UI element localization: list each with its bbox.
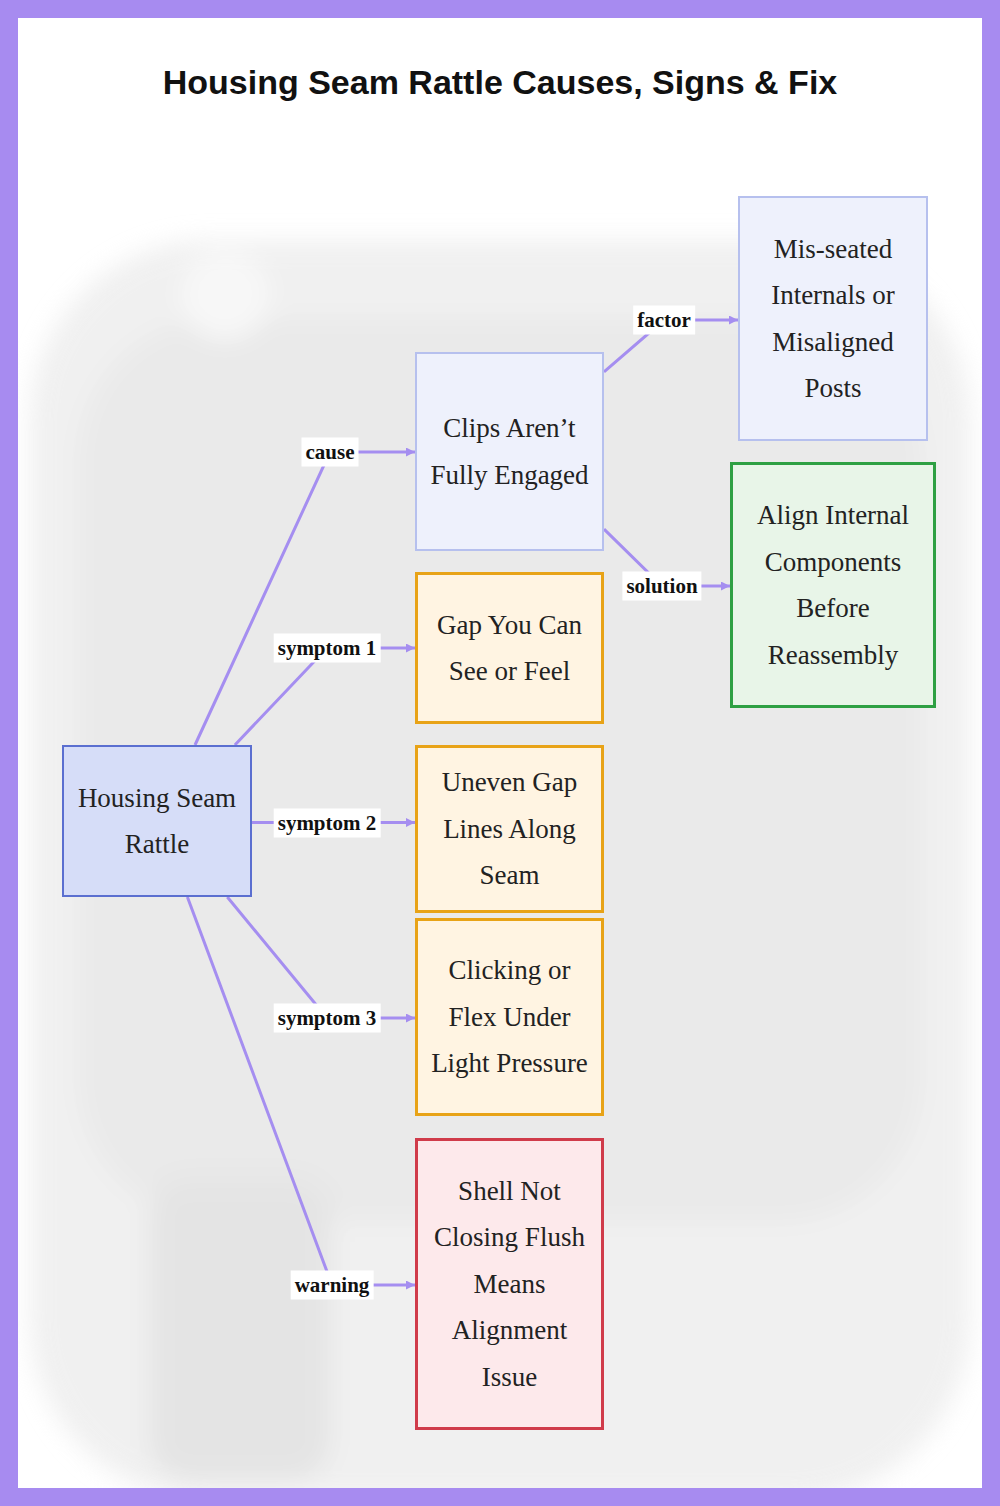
edge-label: solution bbox=[622, 572, 701, 601]
process-box: Align Internal Components Before Reassem… bbox=[730, 462, 936, 708]
process-box: Clicking or Flex Under Light Pressure bbox=[415, 918, 604, 1116]
process-box: Mis-seated Internals or Misaligned Posts bbox=[738, 196, 928, 441]
node-text: Gap You Can See or Feel bbox=[428, 602, 591, 695]
process-box: Uneven Gap Lines Along Seam bbox=[415, 745, 604, 913]
node-text: Uneven Gap Lines Along Seam bbox=[428, 759, 591, 899]
key-fob-blade bbox=[150, 1180, 330, 1480]
process-box: Housing Seam Rattle bbox=[62, 745, 252, 897]
node-text: Shell Not Closing Flush Means Alignment … bbox=[428, 1168, 591, 1401]
connector-arrow bbox=[195, 452, 415, 745]
page-frame bbox=[9, 9, 991, 1497]
edge-label: cause bbox=[302, 438, 359, 467]
node-text: Clicking or Flex Under Light Pressure bbox=[428, 947, 591, 1087]
diagram-title: Housing Seam Rattle Causes, Signs & Fix bbox=[120, 62, 880, 103]
connector-arrow bbox=[227, 897, 415, 1018]
edge-label: symptom 1 bbox=[274, 634, 381, 663]
edge-label: factor bbox=[633, 306, 695, 335]
connector-arrow bbox=[187, 897, 415, 1285]
process-box: Gap You Can See or Feel bbox=[415, 572, 604, 724]
edge-label: symptom 2 bbox=[274, 809, 381, 838]
process-box: Clips Aren’t Fully Engaged bbox=[415, 352, 604, 551]
node-text: Align Internal Components Before Reassem… bbox=[743, 492, 923, 678]
edge-label: symptom 3 bbox=[274, 1004, 381, 1033]
node-text: Mis-seated Internals or Misaligned Posts bbox=[750, 226, 916, 412]
edge-label: warning bbox=[291, 1271, 374, 1300]
key-fob-button bbox=[180, 250, 270, 340]
connector-arrow bbox=[235, 648, 415, 745]
process-box: Shell Not Closing Flush Means Alignment … bbox=[415, 1138, 604, 1430]
node-text: Clips Aren’t Fully Engaged bbox=[427, 405, 592, 498]
node-text: Housing Seam Rattle bbox=[74, 775, 240, 868]
